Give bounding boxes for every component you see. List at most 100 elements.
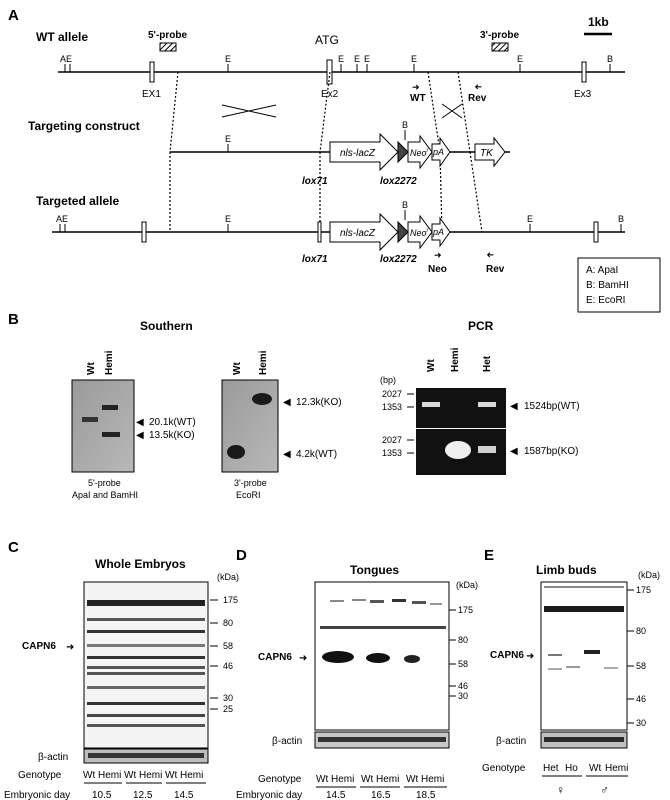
svg-text:12.5: 12.5 [133,790,153,800]
actin-label: β-actin [38,752,68,763]
lane-label-wt: Wt [232,362,243,375]
enzyme-legend [577,257,661,313]
svg-text:46: 46 [223,661,233,671]
marker-ticks-e [627,589,634,724]
actin-label: β-actin [272,736,302,747]
probe3-label: 3'-probe [480,30,519,41]
legend-item: A: ApaI [586,265,618,276]
neo-label: Neor [410,228,430,238]
pa-label: pA [432,227,444,237]
svg-text:Wt: Wt [589,763,601,774]
arrowhead-icon: ◀ [283,449,291,460]
days-c: 10.5 12.5 14.5 [92,790,194,800]
capn6-label: CAPN6 [22,641,56,652]
lacz-cassette [329,132,399,172]
markers-d: 175 80 58 46 30 [458,605,473,701]
ladder-label: 2027 [382,435,402,445]
day-label: Embryonic day [4,790,70,800]
svg-text:Wt: Wt [83,770,95,781]
actin-band [544,737,624,742]
svg-text:Hemi: Hemi [331,774,354,785]
blot-c [83,581,209,749]
pcr-band-wt [422,402,440,407]
construct-e-label: E [225,134,231,144]
svg-text:18.5: 18.5 [416,790,436,800]
lane-label-wt: Wt [426,359,437,372]
svg-text:14.5: 14.5 [174,790,194,800]
bands-e [544,586,624,670]
probe5-label: 5'-probe [148,30,187,41]
svg-text:Ho: Ho [565,763,578,774]
svg-text:Hemi: Hemi [139,770,162,781]
blot2-caption: EcoRI [236,490,261,500]
rev-primer-arrow-icon: ➜ [474,82,482,92]
southern-blot-1 [71,379,135,473]
svg-text:30: 30 [458,691,468,701]
arrow-icon: ➜ [526,651,534,662]
svg-text:80: 80 [458,635,468,645]
targeted-e-label: E [225,214,231,224]
wt-primer-arrow-icon: ➜ [412,82,420,92]
targeting-construct-label: Targeting construct [28,119,140,133]
pcr-band-ko [478,446,496,453]
crossover-left [221,104,277,118]
band-label: 1587bp(KO) [524,446,578,457]
probe5-box [159,42,177,52]
svg-text:Wt: Wt [316,774,328,785]
pa-cassette [431,136,451,168]
rev-primer-label: Rev [468,93,487,104]
neo-primer-label: Neo [428,264,447,275]
lacz-label: nls-lacZ [340,228,376,239]
arrow-icon: ➜ [66,642,74,653]
panel-d-title: Tongues [350,563,399,577]
svg-text:175: 175 [223,595,238,605]
band-wt [227,445,245,459]
marker-ticks-d [449,609,456,697]
svg-text:58: 58 [223,641,233,651]
ladder-label: 1353 [382,448,402,458]
capn6-label: CAPN6 [490,650,524,661]
male-symbol: ♂ [600,783,609,797]
panel-e-title: Limb buds [536,563,597,577]
actin-band [318,737,446,742]
bands-d [320,599,446,663]
neo-label: Neor [410,148,430,158]
targeted-e-label: E [527,214,533,224]
markers-c: 175 80 58 46 30 25 [223,595,238,714]
genotypes-d: Wt Hemi Wt Hemi Wt Hemi [316,774,444,785]
construct-b-label: B [402,120,408,130]
wt-e-label: E [225,54,231,64]
crossover-right [441,103,463,119]
tk-label: TK [480,148,494,159]
lane-label-hemi: Hemi [450,347,461,372]
pa-cassette [431,216,451,248]
band-label: 13.5k(KO) [149,430,195,441]
svg-text:30: 30 [636,718,646,728]
panel-c-label: C [8,539,19,556]
svg-text:10.5: 10.5 [92,790,112,800]
panel-c-title: Whole Embryos [95,557,186,571]
markers-e: 175 80 58 46 30 [636,585,651,728]
genotypes-c: Wt Hemi Wt Hemi Wt Hemi [83,770,203,781]
bands-c [87,600,205,727]
svg-text:25: 25 [223,704,233,714]
svg-text:46: 46 [458,681,468,691]
pa-label: pA [432,147,444,157]
lane-label-hemi: Hemi [258,350,269,375]
panel-d-label: D [236,547,247,564]
svg-text:Wt: Wt [361,774,373,785]
svg-text:16.5: 16.5 [371,790,391,800]
legend-item: B: BamHI [586,280,629,291]
wt-ae-label: AE [60,54,72,64]
band-label: 1524bp(WT) [524,401,580,412]
svg-text:175: 175 [636,585,651,595]
targeted-b-label: B [618,214,624,224]
wt-e-label: E [364,54,370,64]
wt-b-label: B [607,54,613,64]
wt-e-label: E [338,54,344,64]
exon3-box [593,221,599,243]
svg-text:30: 30 [223,693,233,703]
lacz-cassette [329,212,399,252]
pcr-band-wt [478,402,496,407]
